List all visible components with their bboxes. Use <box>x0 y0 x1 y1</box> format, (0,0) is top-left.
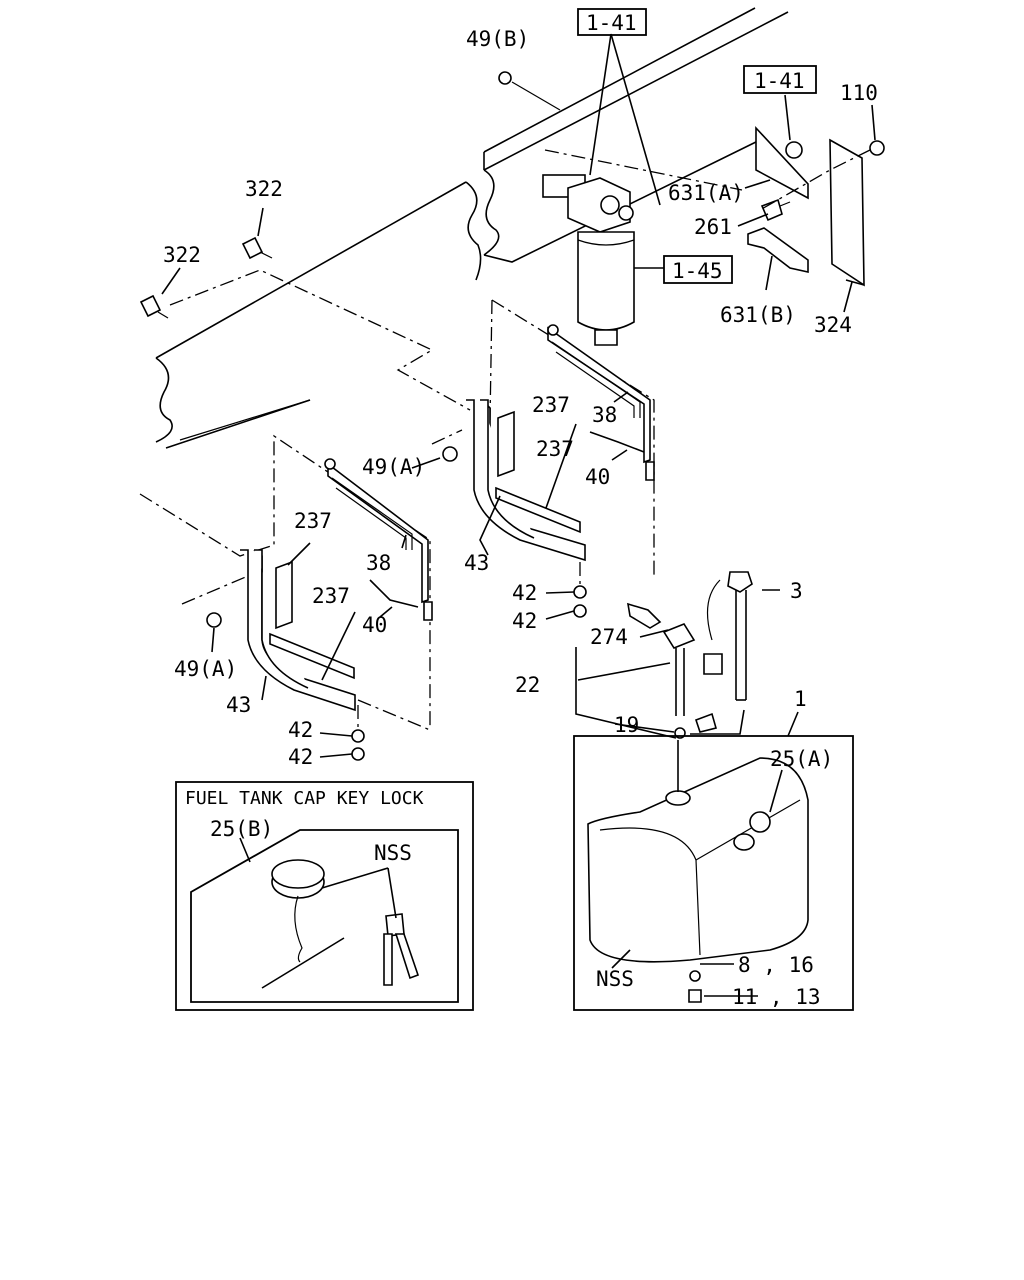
frame-rail-right <box>483 7 789 263</box>
label-25a: 25(A) <box>770 747 833 771</box>
label-237-d: 237 <box>312 584 350 608</box>
label-43-a: 43 <box>464 551 489 575</box>
nut-49b <box>498 71 561 111</box>
strap-set-middle <box>466 299 655 578</box>
label-274: 274 <box>590 625 628 649</box>
label-25b: 25(B) <box>210 817 273 841</box>
label-40-b: 40 <box>362 613 387 637</box>
ref-box-1-41-top <box>577 8 647 36</box>
label-3: 3 <box>790 579 803 603</box>
label-631a: 631(A) <box>668 181 744 205</box>
filler-neck-22 <box>662 623 745 739</box>
label-49a-left: 49(A) <box>174 657 237 681</box>
strap-set-left <box>139 434 433 731</box>
label-631b: 631(B) <box>720 303 796 327</box>
label-322-a: 322 <box>245 177 283 201</box>
ref-box-1-45 <box>663 255 733 284</box>
label-49a-mid: 49(A) <box>362 455 425 479</box>
label-8-16: 8 , 16 <box>738 953 814 977</box>
label-42-c: 42 <box>288 718 313 742</box>
tank-detail-frame <box>573 735 854 1011</box>
bracket-631b <box>747 227 809 273</box>
fuel-tank <box>587 740 809 1003</box>
label-110: 110 <box>840 81 878 105</box>
label-261: 261 <box>694 215 732 239</box>
bolt-322-a <box>241 207 273 260</box>
label-38-b: 38 <box>366 551 391 575</box>
label-1: 1 <box>794 687 807 711</box>
label-nss-inset: NSS <box>374 841 412 865</box>
label-322-b: 322 <box>163 243 201 267</box>
label-42-d: 42 <box>288 745 313 769</box>
label-42-a: 42 <box>512 581 537 605</box>
bracket-631a <box>755 125 809 200</box>
label-38-a: 38 <box>592 403 617 427</box>
label-ref-1-41-top: 1-41 <box>586 11 637 35</box>
ref-box-1-41-right <box>743 65 817 94</box>
sender-unit-3 <box>703 571 753 701</box>
inset-cap-key-lock <box>175 781 474 1011</box>
connector-274 <box>626 602 662 629</box>
bolt-261 <box>760 198 791 222</box>
label-42-b: 42 <box>512 609 537 633</box>
label-237-b: 237 <box>536 437 574 461</box>
label-22: 22 <box>515 673 540 697</box>
label-19: 19 <box>614 713 639 737</box>
leader-lines <box>211 33 876 997</box>
label-ref-1-41-right: 1-41 <box>754 69 805 93</box>
nut-49a-mid <box>431 429 463 462</box>
plate-324 <box>829 138 865 287</box>
label-11-13: 11 , 13 <box>732 985 821 1009</box>
label-237-a: 237 <box>532 393 570 417</box>
label-237-c: 237 <box>294 509 332 533</box>
inset-title: FUEL TANK CAP KEY LOCK <box>185 788 424 809</box>
label-324: 324 <box>814 313 852 337</box>
frame-rail-left <box>155 181 482 449</box>
bolt-322-b <box>139 267 181 319</box>
label-43-b: 43 <box>226 693 251 717</box>
nuts-42-left <box>351 705 365 761</box>
nut-110 <box>759 140 885 211</box>
label-ref-1-45: 1-45 <box>672 259 723 283</box>
label-nss-tank: NSS <box>596 967 634 991</box>
fuel-filter-assembly <box>542 174 664 346</box>
nut-49a-left <box>181 575 249 628</box>
label-40-a: 40 <box>585 465 610 489</box>
nuts-42-mid <box>573 562 587 618</box>
label-49b: 49(B) <box>466 27 529 51</box>
